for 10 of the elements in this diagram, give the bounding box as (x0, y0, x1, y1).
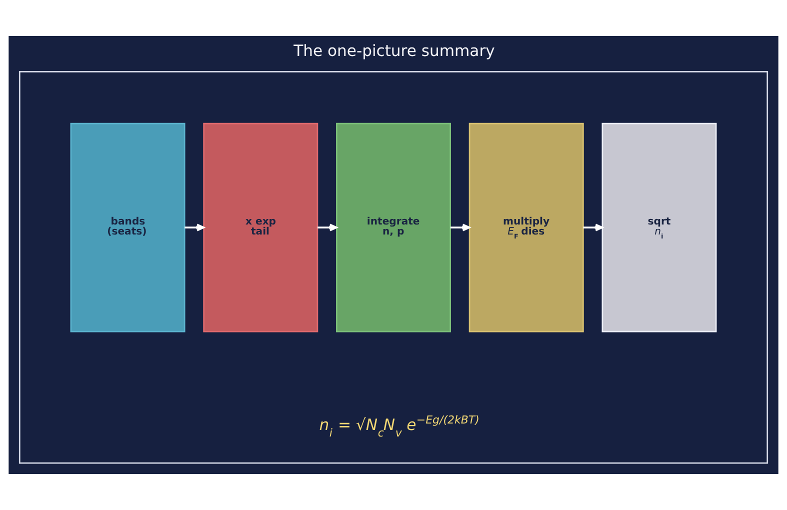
arrow (318, 224, 338, 232)
arrow (583, 224, 604, 232)
node-box: bands (seats) (70, 122, 186, 332)
node-box: multiply E$_{F}$ dies (468, 122, 584, 332)
diagram-title: The one-picture summary (294, 42, 495, 60)
node-box: integrate n, p (336, 122, 451, 332)
node-box: sqrt n$_{i}$ (602, 122, 717, 332)
arrow (450, 224, 470, 232)
arrow (184, 224, 204, 232)
node-box: x exp tail (203, 122, 318, 332)
